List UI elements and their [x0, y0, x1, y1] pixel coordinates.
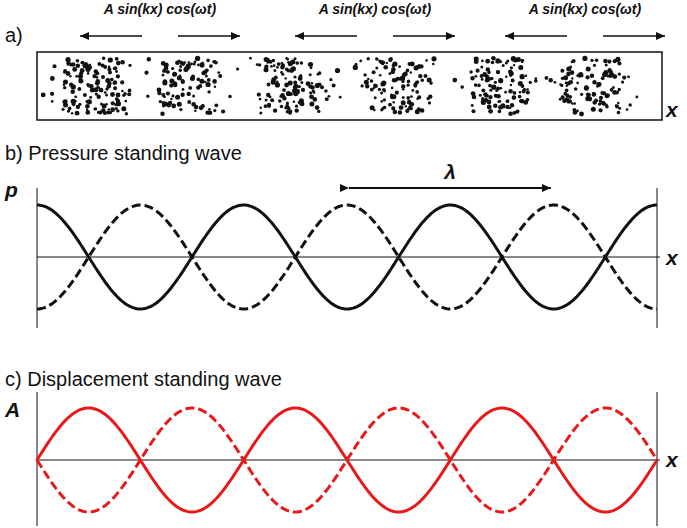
panel-title: b) Pressure standing wave — [5, 142, 242, 164]
pressure-wave — [37, 205, 657, 309]
axis-label: p — [5, 178, 18, 201]
axis-label: x — [666, 98, 678, 121]
pressure-wave-dashed — [37, 205, 657, 309]
tube-outline — [37, 52, 662, 120]
motion-arrows — [80, 35, 665, 37]
displacement-axes — [37, 392, 660, 526]
panel-title: c) Displacement standing wave — [5, 368, 282, 390]
formula-label: A sin(kx) cos(ωt) — [529, 2, 641, 17]
axis-label: x — [666, 246, 678, 269]
displacement-wave-dashed — [37, 408, 657, 512]
displacement-wave — [37, 408, 657, 512]
axis-label: A — [5, 398, 20, 421]
panel-letter: a) — [5, 24, 23, 46]
formula-label: A sin(kx) cos(ωt) — [104, 2, 216, 17]
axis-label: x — [666, 448, 678, 471]
molecule-dots — [41, 56, 639, 117]
pressure-axes — [37, 188, 660, 328]
wavelength-arrow — [349, 187, 551, 189]
formula-label: A sin(kx) cos(ωt) — [319, 2, 431, 17]
wavelength-label: λ — [444, 160, 456, 183]
